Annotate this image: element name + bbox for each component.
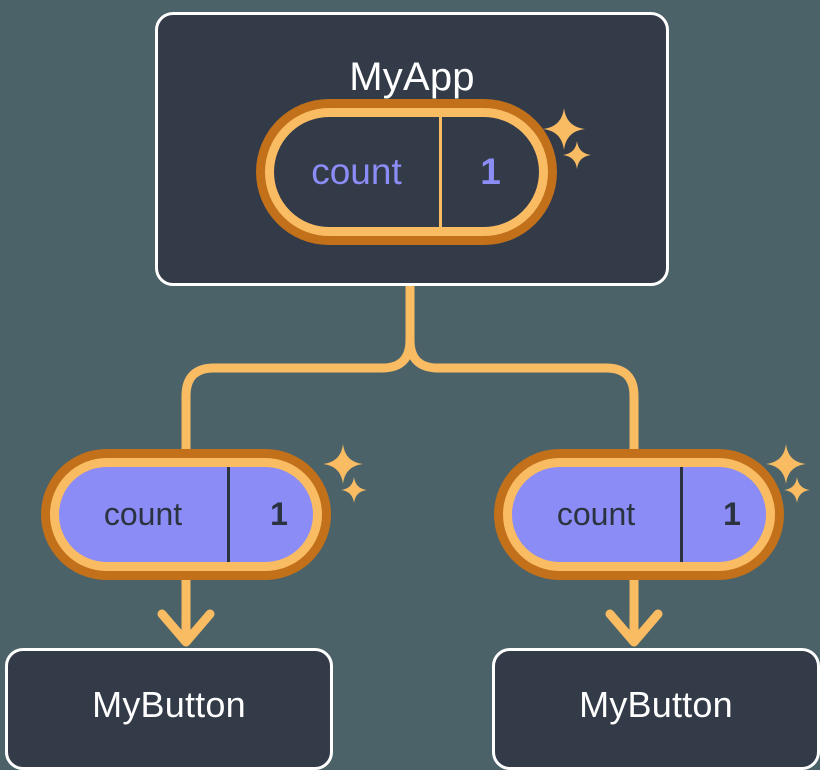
component-title-mybutton-right: MyButton <box>579 684 733 725</box>
state-key-myapp: count <box>311 151 402 192</box>
sparkle-large-right-icon <box>766 444 806 484</box>
prop-pill-right[interactable]: count 1 <box>503 458 775 571</box>
component-title-mybutton-left: MyButton <box>92 684 246 725</box>
prop-key-left: count <box>103 496 183 532</box>
sparkle-large-left-icon <box>323 444 363 484</box>
component-title-myapp: MyApp <box>349 55 475 99</box>
wire-root-to-right <box>405 281 639 457</box>
component-box-mybutton-left[interactable]: MyButton <box>5 648 333 770</box>
state-value-myapp: 1 <box>439 117 539 227</box>
wire-root-to-left <box>181 281 415 457</box>
prop-value-right: 1 <box>680 467 766 562</box>
prop-key-right: count <box>556 496 636 532</box>
prop-pill-left[interactable]: count 1 <box>50 458 322 571</box>
sparkle-small-left-icon <box>341 477 367 503</box>
sparkle-small-right-icon <box>784 477 810 503</box>
arrowhead-left-icon <box>157 609 215 647</box>
arrowhead-right-icon <box>605 609 663 647</box>
component-box-mybutton-right[interactable]: MyButton <box>492 648 820 770</box>
prop-value-left: 1 <box>227 467 313 562</box>
state-pill-myapp[interactable]: count 1 <box>265 108 548 236</box>
